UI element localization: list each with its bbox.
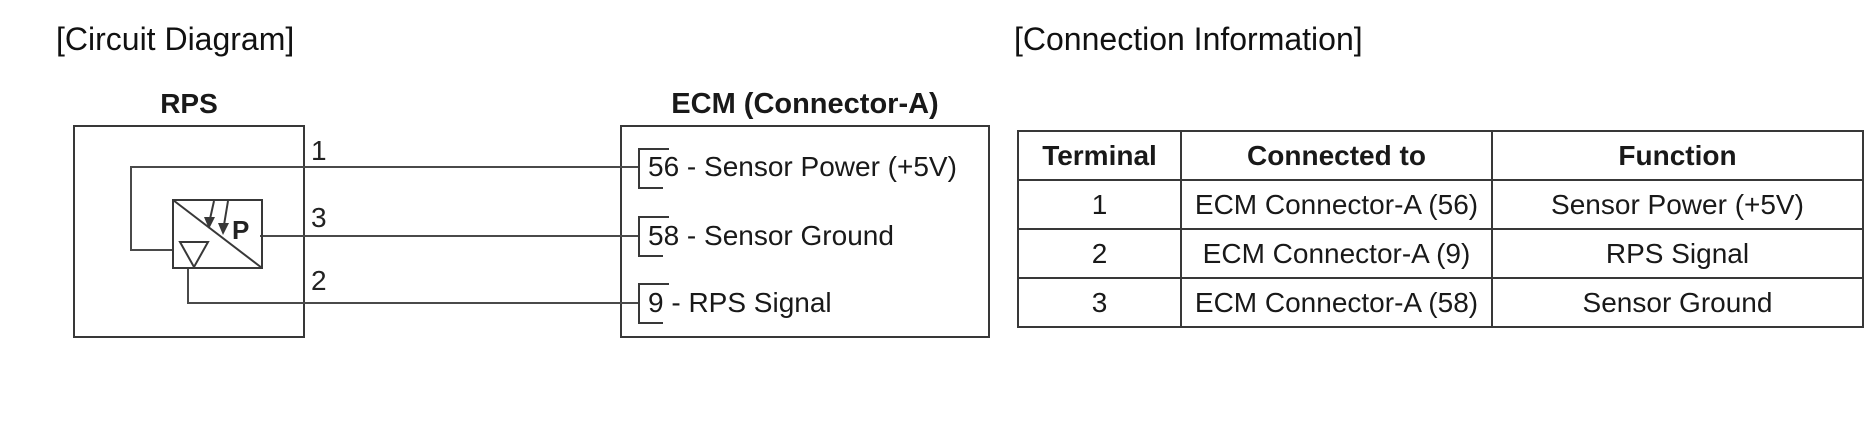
cell-terminal: 2 (1017, 228, 1182, 279)
pin-bracket-56 (638, 148, 669, 189)
cell-function: Sensor Power (+5V) (1491, 179, 1864, 230)
terminal-number-2: 2 (311, 265, 327, 296)
rps-label: RPS (160, 88, 218, 119)
cell-terminal: 3 (1017, 277, 1182, 328)
cell-connected-to: ECM Connector-A (56) (1180, 179, 1493, 230)
wire-terminal2-horizontal (187, 302, 640, 304)
connection-table: Terminal Connected to Function 1 ECM Con… (1017, 130, 1864, 328)
ecm-box (620, 125, 990, 338)
sensor-pressure-letter: P (232, 215, 250, 245)
cell-connected-to: ECM Connector-A (9) (1180, 228, 1493, 279)
cell-connected-to: ECM Connector-A (58) (1180, 277, 1493, 328)
pin-label-9: 9 - RPS Signal (648, 287, 832, 318)
table-row: 1 ECM Connector-A (56) Sensor Power (+5V… (1017, 179, 1864, 230)
cell-function: RPS Signal (1491, 228, 1864, 279)
terminal-number-1: 1 (311, 135, 327, 166)
ecm-label: ECM (Connector-A) (671, 88, 939, 120)
header-connected-to: Connected to (1180, 130, 1493, 181)
wire-terminal2-vertical (187, 267, 189, 304)
connection-information-title: [Connection Information] (1014, 21, 1363, 57)
header-function: Function (1491, 130, 1864, 181)
pin-label-58: 58 - Sensor Ground (648, 220, 894, 251)
pin-bracket-9 (638, 283, 669, 324)
terminal-number-3: 3 (311, 202, 327, 233)
table-row: 3 ECM Connector-A (58) Sensor Ground (1017, 277, 1864, 328)
cell-terminal: 1 (1017, 179, 1182, 230)
rps-box (73, 125, 305, 338)
wire-terminal1-vertical (130, 166, 132, 251)
table-row: 2 ECM Connector-A (9) RPS Signal (1017, 228, 1864, 279)
connection-table-header-row: Terminal Connected to Function (1017, 130, 1864, 181)
wire-terminal1-to-sensor (130, 249, 174, 251)
header-terminal: Terminal (1017, 130, 1182, 181)
circuit-diagram-title: [Circuit Diagram] (56, 21, 295, 57)
wire-terminal1-horizontal (130, 166, 640, 168)
cell-function: Sensor Ground (1491, 277, 1864, 328)
pressure-sensor-symbol-icon (172, 199, 263, 270)
pin-label-56: 56 - Sensor Power (+5V) (648, 151, 957, 182)
wire-terminal3-horizontal (260, 235, 640, 237)
pin-bracket-58 (638, 216, 669, 257)
